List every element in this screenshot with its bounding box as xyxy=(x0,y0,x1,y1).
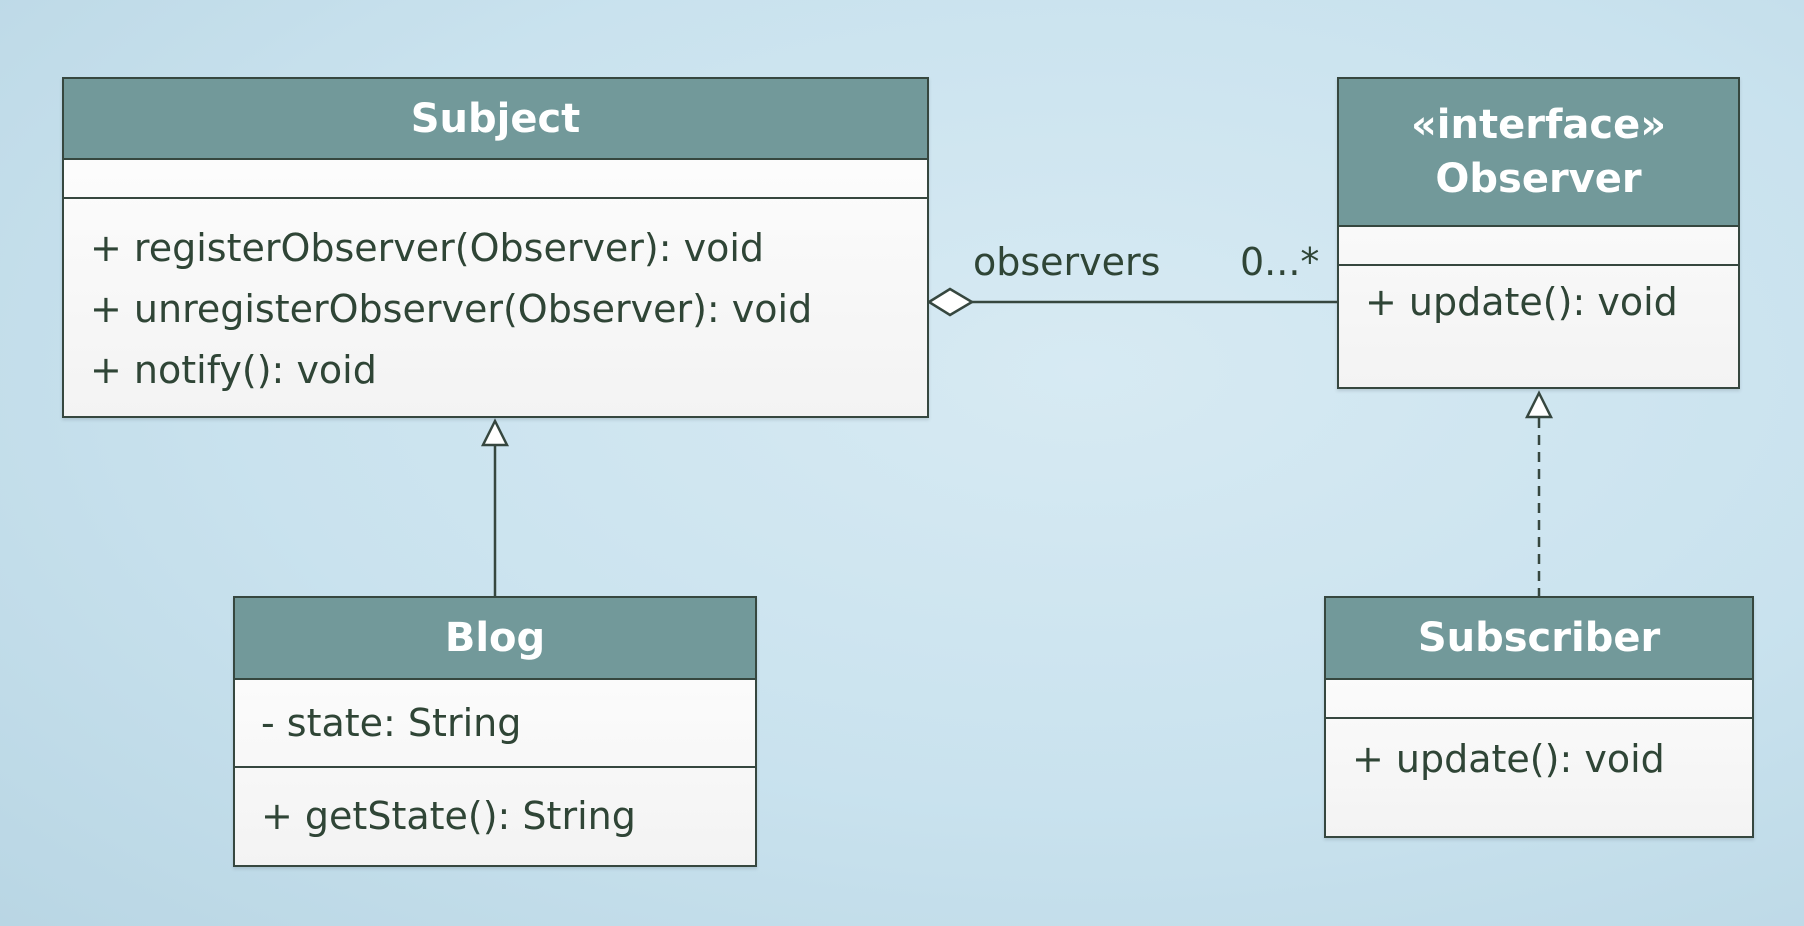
observer-attributes-compartment xyxy=(1339,227,1738,266)
blog-attribute-state: - state: String xyxy=(261,700,522,745)
subscriber-class-header: Subscriber xyxy=(1326,598,1752,680)
aggregation-diamond xyxy=(926,287,975,317)
subscriber-operation-update: + update(): void xyxy=(1352,737,1665,781)
subject-operations-compartment: + registerObserver(Observer): void + unr… xyxy=(64,199,927,416)
subscriber-attributes-compartment xyxy=(1326,680,1752,719)
subject-attributes-compartment xyxy=(64,160,927,199)
subscriber-class-name: Subscriber xyxy=(1417,615,1661,661)
realization-arrowhead xyxy=(1524,390,1554,419)
subject-operation-register: + registerObserver(Observer): void xyxy=(90,226,765,270)
observer-interface[interactable]: «interface» Observer + update(): void xyxy=(1337,77,1740,389)
blog-class-name: Blog xyxy=(444,615,546,661)
blog-attributes-compartment: - state: String xyxy=(235,680,755,768)
subscriber-class[interactable]: Subscriber + update(): void xyxy=(1324,596,1754,838)
blog-operation-getstate: + getState(): String xyxy=(261,794,636,838)
observer-interface-header: «interface» Observer xyxy=(1339,79,1738,227)
association-role-label: observers xyxy=(973,240,1161,284)
generalization-arrowhead xyxy=(480,418,510,447)
subject-operation-unregister: + unregisterObserver(Observer): void xyxy=(90,287,813,331)
subject-class[interactable]: Subject + registerObserver(Observer): vo… xyxy=(62,77,929,418)
subject-class-name: Subject xyxy=(410,95,581,142)
observer-stereotype: «interface» xyxy=(1410,102,1667,148)
blog-operations-compartment: + getState(): String xyxy=(235,768,755,865)
observer-operation-update: + update(): void xyxy=(1365,280,1678,324)
subject-operation-notify: + notify(): void xyxy=(90,348,377,392)
association-multiplicity-label: 0...* xyxy=(1240,240,1320,284)
blog-class-header: Blog xyxy=(235,598,755,680)
blog-class[interactable]: Blog - state: String + getState(): Strin… xyxy=(233,596,757,867)
subject-class-header: Subject xyxy=(64,79,927,160)
subscriber-operations-compartment: + update(): void xyxy=(1326,719,1752,836)
observer-operations-compartment: + update(): void xyxy=(1339,266,1738,387)
observer-interface-name: Observer xyxy=(1435,156,1642,202)
